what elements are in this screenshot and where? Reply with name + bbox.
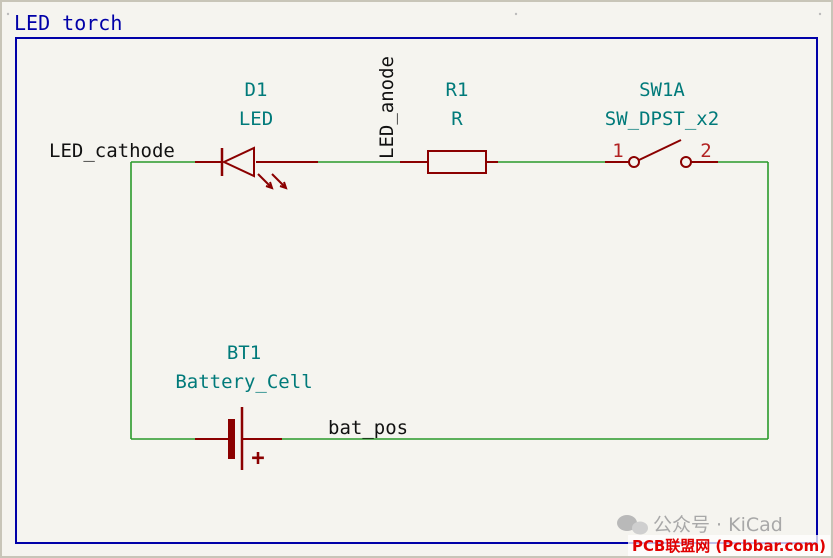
battery-bt1-symbol[interactable] <box>195 407 282 470</box>
sw1a-pin2: 2 <box>700 140 711 162</box>
sheet-title: LED torch <box>14 11 122 35</box>
bt1-value: Battery_Cell <box>175 371 312 393</box>
wires <box>130 161 769 440</box>
grid-dots <box>6 12 822 16</box>
net-label-led-cathode[interactable]: LED_cathode <box>49 140 175 162</box>
watermark-line2: PCB联盟网 (Pcbbar.com) <box>632 537 826 555</box>
sw1a-pin1: 1 <box>612 140 623 162</box>
sheet-border <box>15 37 818 544</box>
bt1-polarity: + <box>251 446 264 471</box>
net-label-bat-pos[interactable]: bat_pos <box>328 417 408 439</box>
net-label-led-anode[interactable]: LED_anode <box>376 56 398 159</box>
sw1a-value: SW_DPST_x2 <box>605 108 719 130</box>
wechat-icon <box>617 515 648 535</box>
led-d1-symbol[interactable] <box>195 146 318 190</box>
r1-value: R <box>451 108 463 130</box>
watermark: 公众号 · KiCad PCB联盟网 (Pcbbar.com) <box>617 514 830 556</box>
sw1a-reference: SW1A <box>639 79 685 101</box>
switch-sw1a-symbol[interactable] <box>605 139 718 168</box>
d1-value: LED <box>239 108 273 130</box>
r1-reference: R1 <box>446 79 469 101</box>
resistor-r1-symbol[interactable] <box>400 150 498 174</box>
d1-reference: D1 <box>245 79 268 101</box>
bt1-reference: BT1 <box>227 342 261 364</box>
watermark-line1: 公众号 · KiCad <box>653 514 783 536</box>
